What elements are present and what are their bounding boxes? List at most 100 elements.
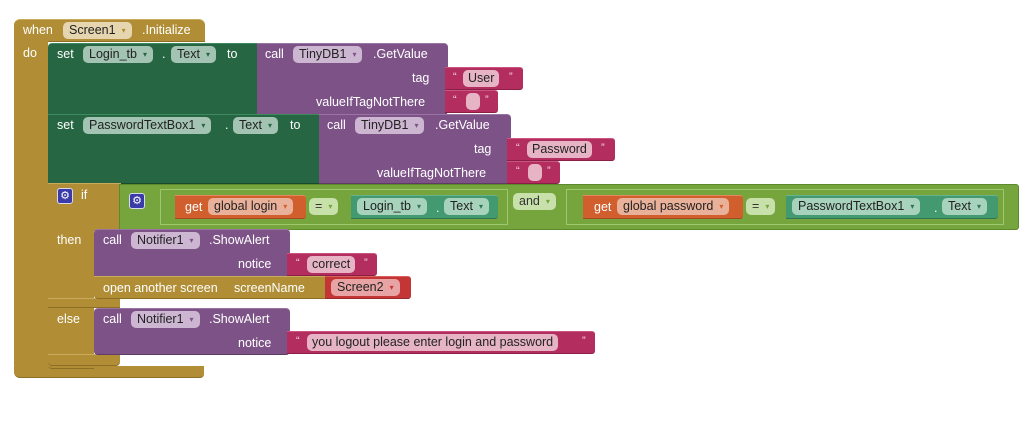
global-password-variable-dropdown[interactable]: global password▾ — [617, 198, 730, 215]
compare-op: = — [315, 199, 323, 213]
value-if-tag-not-there-label: valueIfTagNotThere — [377, 166, 487, 180]
method-name: .GetValue — [435, 118, 490, 132]
component-name: PasswordTextBox1 — [798, 199, 905, 213]
component-name: Notifier1 — [137, 233, 184, 247]
dot-separator: . — [225, 118, 229, 132]
dropdown-arrow-icon: ▾ — [765, 202, 770, 211]
method-name: .GetValue — [373, 47, 428, 61]
component-name: TinyDB1 — [299, 47, 347, 61]
dropdown-arrow-icon: ▾ — [414, 121, 419, 130]
property-dropdown[interactable]: Text ▾ — [444, 198, 489, 215]
method-name: .ShowAlert — [209, 233, 270, 247]
text-value-empty[interactable] — [528, 164, 542, 181]
component-name: Login_tb — [89, 47, 137, 61]
dropdown-arrow-icon: ▾ — [545, 197, 550, 206]
notifier1-component-dropdown[interactable]: Notifier1 ▾ — [131, 311, 200, 328]
dropdown-arrow-icon: ▾ — [121, 26, 126, 35]
property-dropdown[interactable]: Text▾ — [942, 198, 987, 215]
else-label: else — [57, 312, 80, 326]
property-dropdown[interactable]: Text▾ — [171, 46, 216, 63]
call-label: call — [103, 312, 122, 326]
dot-separator: . — [436, 201, 440, 215]
compare-operator-dropdown[interactable]: =▾ — [746, 198, 776, 215]
screen2-dropdown[interactable]: Screen2▾ — [331, 279, 400, 296]
when-label: when — [23, 23, 53, 37]
open-another-screen-label: open another screen — [103, 281, 218, 295]
screen-component-name: Screen1 — [69, 23, 116, 37]
passwordtextbox1-component-dropdown[interactable]: PasswordTextBox1▾ — [83, 117, 212, 134]
compare-operator-dropdown[interactable]: =▾ — [309, 198, 339, 215]
open-quote-icon: “ — [296, 335, 300, 347]
mutator-gear-icon[interactable]: ⚙ — [57, 188, 73, 204]
dropdown-arrow-icon: ▾ — [328, 202, 333, 211]
property-name: Text — [177, 47, 200, 61]
tinydb1-component-dropdown[interactable]: TinyDB1 ▾ — [355, 117, 425, 134]
close-quote-icon: ” — [582, 335, 586, 347]
text-value-empty[interactable] — [466, 93, 480, 110]
global-login-variable-dropdown[interactable]: global login ▾ — [208, 198, 294, 215]
value-if-tag-not-there-label: valueIfTagNotThere — [316, 95, 426, 109]
notifier1-component-dropdown[interactable]: Notifier1▾ — [131, 232, 200, 249]
dropdown-arrow-icon: ▾ — [142, 50, 147, 59]
call-label: call — [103, 233, 122, 247]
property-name: Text — [239, 118, 262, 132]
notice-label: notice — [238, 336, 272, 350]
passwordtextbox1-component-dropdown[interactable]: PasswordTextBox1▾ — [792, 198, 921, 215]
dropdown-arrow-icon: ▾ — [201, 121, 206, 130]
open-quote-icon: “ — [453, 71, 457, 83]
event-name: .Initialize — [142, 23, 191, 37]
close-quote-icon: ” — [364, 257, 368, 269]
to-label: to — [227, 47, 238, 61]
mutator-gear-icon[interactable]: ⚙ — [129, 193, 145, 209]
property-name: Text — [450, 199, 473, 213]
property-dropdown[interactable]: Text ▾ — [233, 117, 278, 134]
then-bottom-arm — [48, 298, 120, 308]
login-tb-component-dropdown[interactable]: Login_tb ▾ — [83, 46, 153, 63]
component-name: Notifier1 — [137, 312, 184, 326]
dropdown-arrow-icon: ▾ — [189, 315, 194, 324]
set-label: set — [57, 118, 74, 132]
and-operator-dropdown[interactable]: and▾ — [513, 193, 556, 210]
text-value-user[interactable]: User — [463, 70, 500, 87]
and-right-socket — [566, 189, 1004, 225]
dropdown-arrow-icon: ▾ — [416, 202, 421, 211]
event-block-bottom — [14, 366, 204, 378]
open-quote-icon: “ — [296, 257, 300, 269]
open-quote-icon: “ — [516, 165, 520, 177]
property-name: Text — [948, 199, 971, 213]
text-value-correct[interactable]: correct — [307, 256, 356, 273]
dot-separator: . — [162, 47, 166, 61]
close-quote-icon: ” — [509, 71, 513, 83]
dropdown-arrow-icon: ▾ — [352, 50, 357, 59]
screen-component-dropdown[interactable]: Screen1 ▾ — [63, 22, 132, 39]
text-value-password[interactable]: Password — [527, 141, 592, 158]
do-label: do — [23, 46, 37, 60]
dropdown-arrow-icon: ▾ — [283, 202, 288, 211]
if-label: if — [81, 188, 88, 202]
screen-name: Screen2 — [337, 280, 384, 294]
set-label: set — [57, 47, 74, 61]
dropdown-arrow-icon: ▾ — [267, 121, 272, 130]
open-quote-icon: “ — [516, 142, 520, 154]
variable-name: global password — [623, 199, 714, 213]
dropdown-arrow-icon: ▾ — [478, 202, 483, 211]
else-bottom-arm — [48, 354, 120, 366]
get-label: get — [185, 200, 203, 214]
component-name: Login_tb — [363, 199, 411, 213]
event-block-spine — [14, 40, 48, 370]
tinydb1-component-dropdown[interactable]: TinyDB1 ▾ — [293, 46, 363, 63]
tag-label: tag — [474, 142, 492, 156]
open-another-screen-block[interactable] — [94, 276, 328, 299]
get-label: get — [594, 200, 612, 214]
text-value-logout-message[interactable]: you logout please enter login and passwo… — [307, 334, 559, 351]
variable-name: global login — [214, 199, 278, 213]
compare-op: = — [752, 199, 760, 213]
screen-name-label: screenName — [234, 281, 305, 295]
close-quote-icon: ” — [485, 94, 489, 106]
notice-label: notice — [238, 257, 272, 271]
then-label: then — [57, 233, 82, 247]
login-tb-component-dropdown[interactable]: Login_tb ▾ — [357, 198, 427, 215]
call-label: call — [327, 118, 346, 132]
component-name: TinyDB1 — [361, 118, 409, 132]
to-label: to — [290, 118, 301, 132]
